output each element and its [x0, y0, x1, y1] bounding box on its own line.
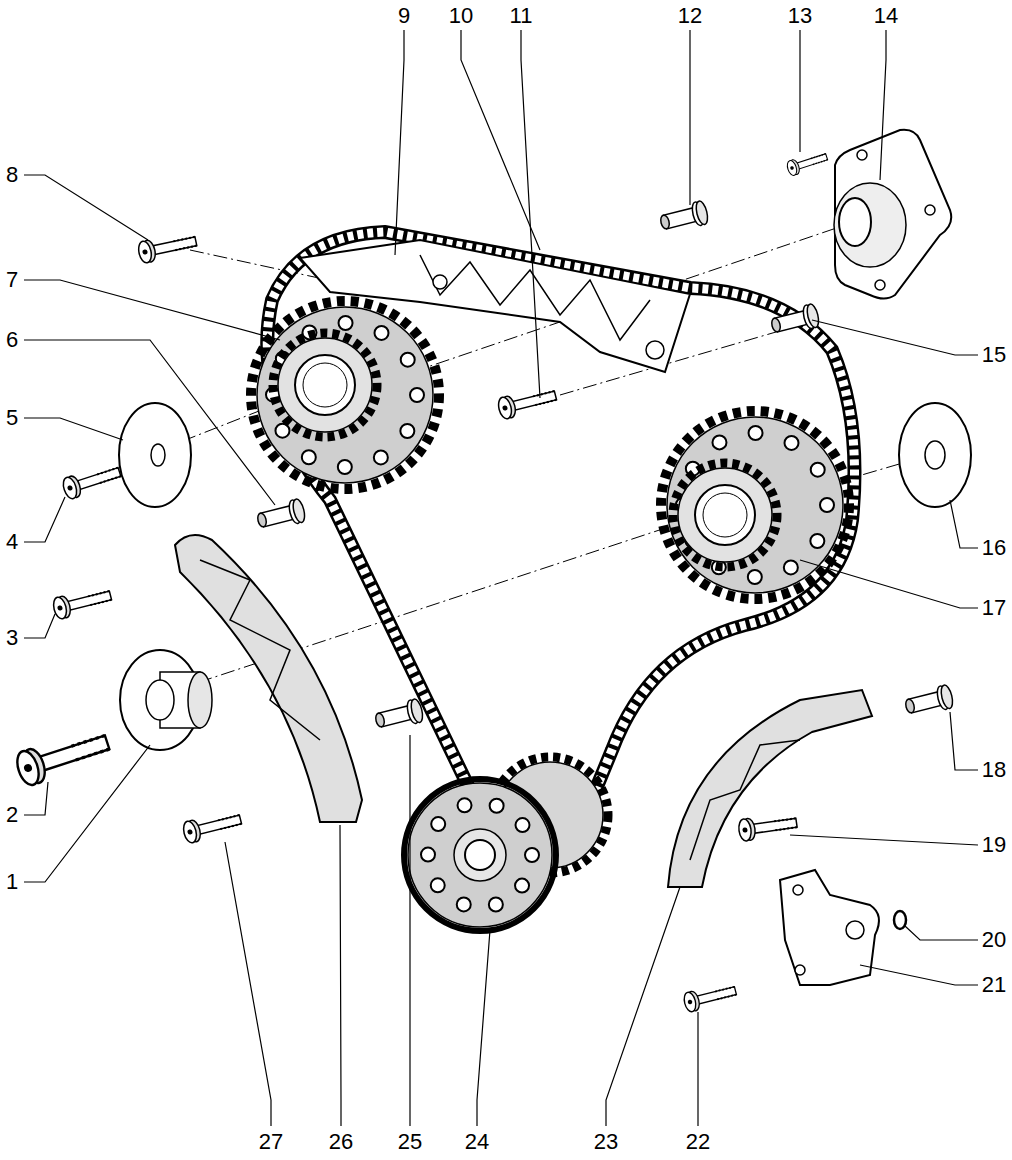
callout-number: 16 — [981, 537, 1007, 559]
callout-number: 4 — [5, 531, 19, 553]
callout-number: 15 — [981, 344, 1007, 366]
callout-number: 19 — [981, 834, 1007, 856]
callout-number: 22 — [685, 1131, 711, 1153]
callout-number: 1 — [5, 871, 19, 893]
callout-number: 20 — [981, 929, 1007, 951]
callout-number: 17 — [981, 597, 1007, 619]
callout-number: 25 — [397, 1131, 423, 1153]
callout-number: 2 — [5, 804, 19, 826]
callout-number: 7 — [5, 269, 19, 291]
callout-number: 18 — [981, 759, 1007, 781]
callout-number: 21 — [981, 974, 1007, 996]
callout-number: 23 — [593, 1131, 619, 1153]
callout-number: 5 — [5, 407, 19, 429]
callout-number: 3 — [5, 627, 19, 649]
callout-number: 13 — [787, 5, 813, 27]
callout-number: 9 — [397, 5, 411, 27]
callout-number: 11 — [509, 5, 534, 27]
callout-number: 27 — [258, 1131, 284, 1153]
callout-number: 6 — [5, 329, 19, 351]
leader-lines — [24, 30, 978, 1126]
callout-number: 10 — [448, 5, 474, 27]
callout-number: 14 — [873, 5, 899, 27]
callout-number: 8 — [5, 164, 19, 186]
callout-number: 24 — [464, 1131, 490, 1153]
callout-number: 12 — [677, 5, 703, 27]
callout-number: 26 — [328, 1131, 354, 1153]
